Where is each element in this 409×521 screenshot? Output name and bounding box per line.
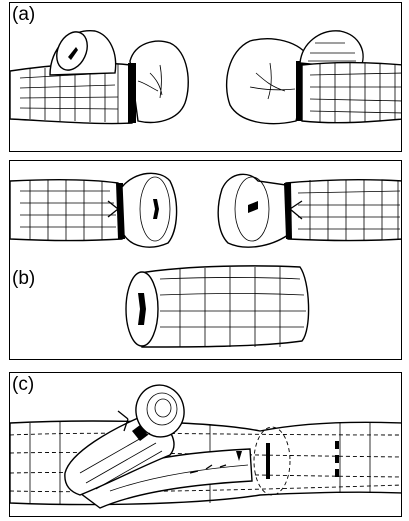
panel-c: (c) bbox=[9, 372, 402, 517]
left-cuff bbox=[50, 27, 116, 75]
left-bowel-segment bbox=[10, 180, 125, 241]
left-cut-end bbox=[122, 173, 177, 247]
right-bowel-segment bbox=[284, 180, 402, 241]
isolated-segment bbox=[126, 266, 309, 347]
panel-a: (a) bbox=[9, 2, 402, 152]
panel-b: (b) bbox=[9, 160, 402, 360]
right-bowel-segment bbox=[302, 63, 402, 123]
left-bulb bbox=[128, 41, 188, 123]
right-cut-end bbox=[218, 174, 288, 247]
right-bulb bbox=[227, 39, 310, 124]
panel-b-illustration bbox=[10, 161, 402, 360]
panel-a-illustration bbox=[10, 3, 402, 152]
panel-c-illustration bbox=[10, 373, 402, 517]
